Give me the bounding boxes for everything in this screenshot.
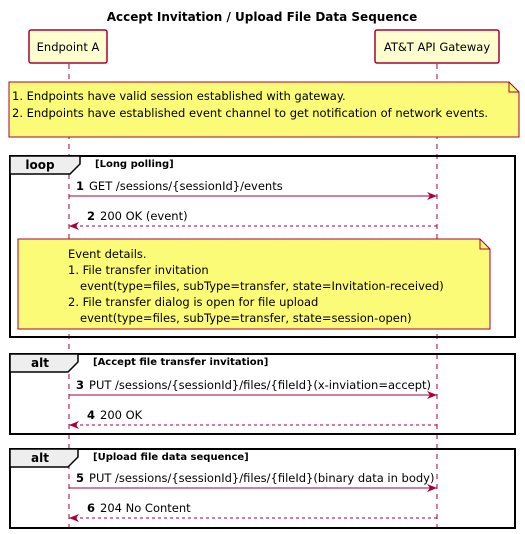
diagram-title: Accept Invitation / Upload File Data Seq… [107,10,418,24]
message-3: 3 PUT /sessions/{sessionId}/files/{fileId… [69,378,437,399]
message-6-number: 6 [87,501,95,515]
fragment-alt-accept-label: [Accept file transfer invitation] [93,357,268,368]
message-5-text: PUT /sessions/{sessionId}/files/{fileId}… [89,471,434,485]
fragment-alt-upload-label: [Upload file data sequence] [93,452,249,463]
message-5: 5 PUT /sessions/{sessionId}/files/{fileId… [69,471,437,492]
fragment-alt-accept-keyword: alt [31,356,49,370]
fragment-alt-accept: alt [Accept file transfer invitation] [9,353,516,435]
message-2-number: 2 [87,209,95,223]
participant-endpoint-a-label: Endpoint A [37,40,100,54]
note-event-details: Event details. 1. File transfer invitati… [17,238,491,330]
fragment-loop-keyword: loop [25,158,55,172]
note-event-line-4: 2. File transfer dialog is open for file… [68,295,318,309]
message-1: 1 GET /sessions/{sessionId}/events [69,179,437,200]
note-preconditions-line-1: 1. Endpoints have valid session establis… [12,89,346,103]
note-event-line-1: Event details. [68,247,147,261]
fragment-alt-upload-keyword: alt [31,451,49,465]
participant-gateway: AT&T API Gateway [374,29,500,64]
note-event-line-5: event(type=files, subType=transfer, stat… [80,311,412,325]
participant-endpoint-a: Endpoint A [28,29,108,64]
message-1-text: GET /sessions/{sessionId}/events [89,179,283,193]
message-3-number: 3 [76,378,84,392]
note-preconditions-line-2: 2. Endpoints have established event chan… [12,106,488,120]
message-5-number: 5 [76,471,84,485]
message-4-number: 4 [87,408,95,422]
message-2: 2 200 OK (event) [69,209,437,230]
message-2-text: 200 OK (event) [100,209,188,223]
message-1-number: 1 [76,179,84,193]
fragment-alt-upload: alt [Upload file data sequence] [9,448,516,529]
note-event-line-3: event(type=files, subType=transfer, stat… [80,279,444,293]
note-preconditions: 1. Endpoints have valid session establis… [8,81,520,138]
fragment-loop-label: [Long polling] [95,159,174,170]
message-4-text: 200 OK [100,408,143,422]
message-3-text: PUT /sessions/{sessionId}/files/{fileId}… [89,378,431,392]
participant-gateway-label: AT&T API Gateway [384,40,490,54]
fragment-loop: loop [Long polling] [9,155,516,338]
message-6: 6 204 No Content [69,501,437,522]
message-4: 4 200 OK [69,408,437,429]
note-event-line-2: 1. File transfer invitation [68,263,209,277]
message-6-text: 204 No Content [100,501,191,515]
